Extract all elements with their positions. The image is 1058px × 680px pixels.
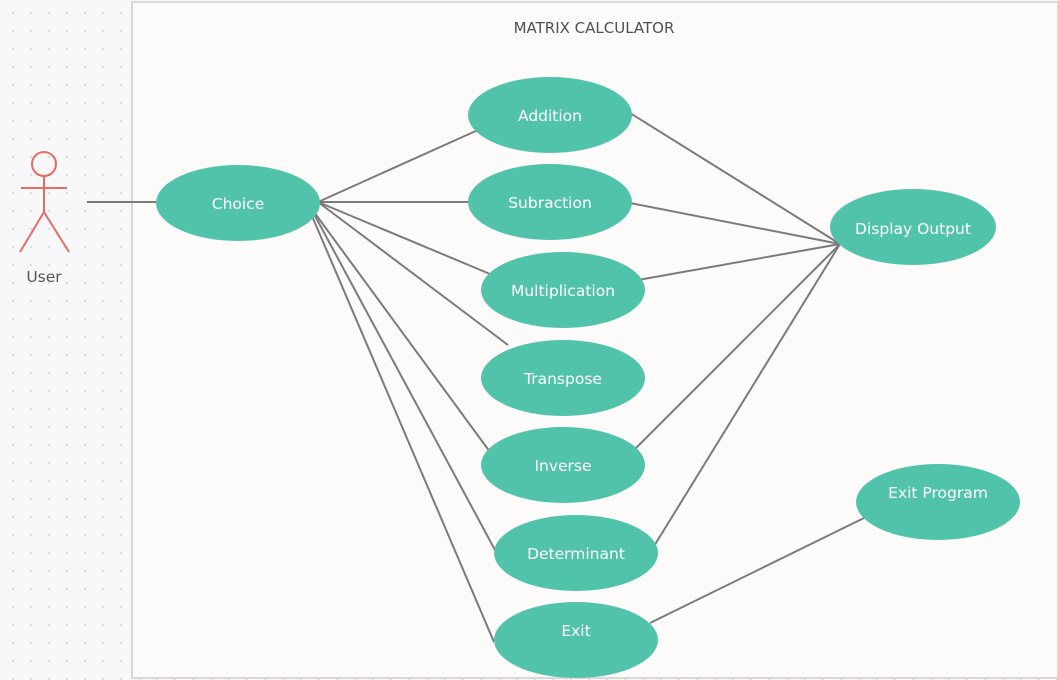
association-determinant-display-output xyxy=(650,243,841,552)
use-case-determinant-label: Determinant xyxy=(527,545,625,563)
association-choice-exit xyxy=(311,215,495,643)
use-case-exit-program-shape xyxy=(856,464,1020,540)
actor-head xyxy=(31,151,57,177)
actor-left-leg xyxy=(19,211,45,253)
association-exit-exit-program xyxy=(649,517,865,624)
use-case-subraction-label: Subraction xyxy=(508,194,592,212)
use-case-exit-label: Exit xyxy=(561,622,590,640)
use-case-display-output-shape xyxy=(830,189,996,265)
actor-right-leg xyxy=(43,211,70,253)
use-case-addition-label: Addition xyxy=(518,107,582,125)
association-multiplication-display-output xyxy=(637,243,841,281)
use-case-choice: Choice xyxy=(156,165,320,241)
use-case-subraction: Subraction xyxy=(468,164,632,240)
use-case-display-output: Display Output xyxy=(830,189,996,265)
system-title: MATRIX CALCULATOR xyxy=(514,19,675,37)
use-case-inverse-label: Inverse xyxy=(534,457,591,475)
actor-label: User xyxy=(26,268,62,286)
use-case-transpose: Transpose xyxy=(481,340,645,416)
use-case-inverse-shape xyxy=(481,427,645,503)
use-case-multiplication-label: Multiplication xyxy=(511,282,615,300)
use-case-multiplication: Multiplication xyxy=(481,252,645,328)
use-case-exit: Exit xyxy=(494,602,658,678)
use-case-display-output-label: Display Output xyxy=(855,220,971,238)
use-case-determinant: Determinant xyxy=(494,515,658,591)
use-case-exit-shape xyxy=(494,602,658,678)
association-inverse-display-output xyxy=(635,243,841,449)
use-case-exit-program: Exit Program xyxy=(856,464,1020,540)
use-case-subraction-shape xyxy=(468,164,632,240)
use-case-determinant-shape xyxy=(494,515,658,591)
use-case-choice-shape xyxy=(156,165,320,241)
use-case-transpose-shape xyxy=(481,340,645,416)
associations xyxy=(87,112,865,643)
association-choice-inverse xyxy=(313,211,491,453)
association-subraction-display-output xyxy=(629,202,841,245)
association-choice-transpose xyxy=(317,201,509,346)
use-case-inverse: Inverse xyxy=(481,427,645,503)
use-case-transpose-label: Transpose xyxy=(523,370,602,388)
use-case-addition: Addition xyxy=(468,77,632,153)
association-choice-addition xyxy=(317,129,479,203)
use-case-choice-label: Choice xyxy=(212,195,265,213)
actor-user: User xyxy=(19,151,70,286)
use-case-multiplication-shape xyxy=(481,252,645,328)
association-choice-multiplication xyxy=(317,201,491,275)
use-case-addition-shape xyxy=(468,77,632,153)
association-choice-determinant xyxy=(313,213,496,551)
use-case-exit-program-label: Exit Program xyxy=(888,484,988,502)
association-addition-display-output xyxy=(629,112,841,245)
